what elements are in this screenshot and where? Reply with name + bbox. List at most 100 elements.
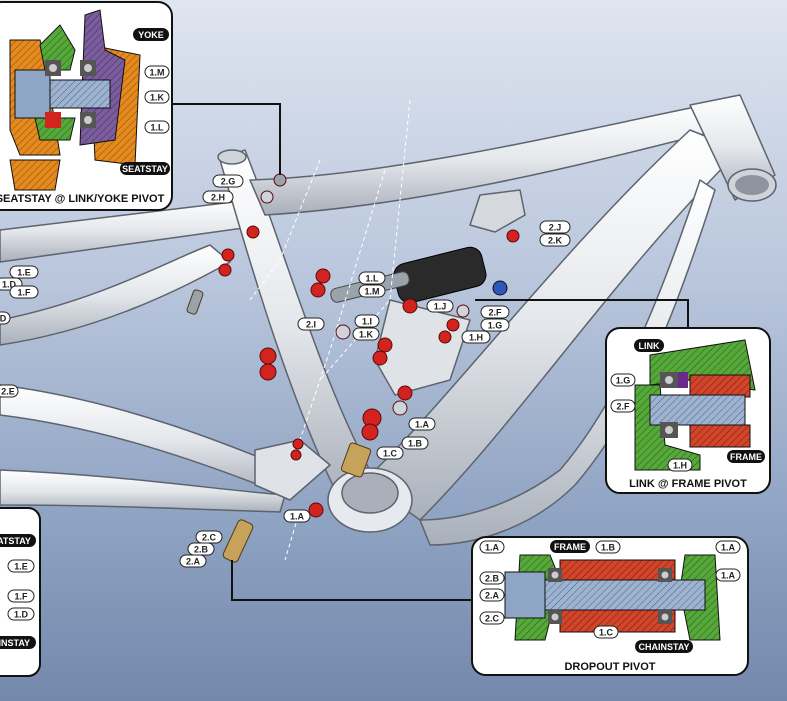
svg-text:2.J: 2.J	[549, 223, 562, 233]
callout-inset-1a-right: 1.A	[715, 568, 741, 582]
svg-text:FRAME: FRAME	[730, 452, 762, 462]
svg-text:2.B: 2.B	[485, 574, 500, 584]
callout-1c: 1.C	[376, 446, 404, 460]
svg-text:2.F: 2.F	[616, 402, 630, 412]
svg-text:CHAINSTAY: CHAINSTAY	[638, 642, 689, 652]
svg-text:2.K: 2.K	[548, 236, 563, 246]
callout-inset-2b: 2.B	[479, 571, 505, 585]
rear-shock	[330, 246, 508, 304]
tag-chainstay-left: AINSTAY	[0, 636, 36, 649]
inset-top-left-title: SEATSTAY @ LINK/YOKE PIVOT	[0, 193, 165, 205]
bearing-1h	[438, 330, 452, 344]
callout-2a: 2.A	[179, 554, 207, 568]
inset-dropout-pivot: 1.A FRAME 1.B 1.A 1.A 2.B 2.A 2.C 1.C CH…	[471, 536, 749, 676]
axle-1b	[340, 442, 372, 478]
svg-text:1.D: 1.D	[14, 610, 29, 620]
callout-inset-1h: 1.H	[667, 458, 693, 472]
svg-text:1.G: 1.G	[488, 321, 503, 331]
tag-link: LINK	[634, 339, 664, 352]
callout-inset-1k: 1.K	[144, 90, 170, 104]
callout-inset-1m: 1.M	[144, 65, 170, 79]
svg-text:2.G: 2.G	[221, 177, 236, 187]
callout-2j: 2.J	[539, 220, 571, 234]
callout-2e: 2.E	[0, 384, 19, 398]
tag-frame-right: FRAME	[727, 450, 765, 463]
svg-text:1.K: 1.K	[150, 93, 165, 103]
callout-1h: 1.H	[461, 330, 491, 344]
svg-text:1.J: 1.J	[434, 302, 447, 312]
svg-text:AINSTAY: AINSTAY	[0, 638, 30, 648]
svg-text:2.H: 2.H	[211, 193, 225, 203]
callout-1b: 1.B	[401, 436, 429, 450]
callout-1g: 1.G	[480, 318, 510, 332]
callout-inset-1g: 1.G	[610, 373, 636, 387]
svg-text:1.A: 1.A	[485, 543, 500, 553]
svg-text:D: D	[0, 314, 7, 324]
callout-2i: 2.I	[297, 317, 325, 331]
svg-text:1.A: 1.A	[290, 512, 305, 522]
inset-bottom-right-title: DROPOUT PIVOT	[564, 661, 655, 673]
svg-text:2.C: 2.C	[202, 533, 217, 543]
bearing-1j	[402, 298, 418, 314]
bearing-1m	[310, 282, 326, 298]
svg-text:LINK: LINK	[639, 341, 660, 351]
callout-inset-1b: 1.B	[595, 540, 621, 554]
callout-2g: 2.G	[212, 174, 244, 188]
main-callouts: 2.G 2.H 2.J 2.K 1.L 1.M 1.J 2.F 1.G 1.H …	[0, 174, 571, 568]
svg-text:1.I: 1.I	[362, 317, 372, 327]
svg-text:2.I: 2.I	[306, 320, 316, 330]
chainstay-lower	[0, 469, 286, 513]
rear-loop-tube	[419, 179, 716, 546]
callout-inset-2f: 2.F	[610, 399, 636, 413]
callout-1j: 1.J	[426, 299, 454, 313]
callout-1f: 1.F	[9, 285, 39, 299]
seatstay-lower	[0, 244, 231, 346]
callout-inset-left-1d: 1.D	[7, 607, 35, 621]
bearing-2k	[506, 229, 520, 243]
callout-1a-lower: 1.A	[283, 509, 311, 523]
bearing-2f	[456, 304, 470, 318]
callout-1a: 1.A	[408, 417, 436, 431]
leader-lines	[172, 103, 689, 601]
svg-text:1.L: 1.L	[150, 123, 164, 133]
tag-chainstay-bottom: CHAINSTAY	[635, 640, 693, 653]
shock-valve-icon	[492, 280, 508, 296]
callout-2k: 2.K	[539, 233, 571, 247]
svg-text:1.A: 1.A	[721, 543, 736, 553]
callout-1k: 1.K	[352, 327, 380, 341]
svg-text:1.B: 1.B	[408, 439, 423, 449]
svg-text:1.E: 1.E	[17, 268, 31, 278]
svg-text:1.H: 1.H	[469, 333, 483, 343]
pivot-bolt-small	[186, 289, 204, 315]
callout-2f: 2.F	[480, 305, 510, 319]
bearing-1l	[315, 268, 331, 284]
dropout-plate	[254, 439, 331, 501]
rocker-link	[374, 299, 471, 396]
svg-text:2.E: 2.E	[1, 387, 15, 397]
tag-frame-bottom: FRAME	[550, 540, 590, 553]
callout-1l: 1.L	[358, 271, 386, 285]
svg-text:FRAME: FRAME	[554, 542, 586, 552]
callout-inset-1a-right-top: 1.A	[715, 540, 741, 554]
svg-text:1.C: 1.C	[599, 628, 614, 638]
callout-inset-left-1f: 1.F	[7, 589, 35, 603]
dropout-bolt	[222, 519, 254, 563]
svg-text:SEATSTAY: SEATSTAY	[122, 164, 168, 174]
svg-text:1.C: 1.C	[383, 449, 398, 459]
callout-1e: 1.E	[9, 265, 39, 279]
svg-text:1.M: 1.M	[364, 287, 379, 297]
svg-text:1.D: 1.D	[2, 280, 17, 290]
svg-text:YOKE: YOKE	[138, 30, 164, 40]
svg-text:1.A: 1.A	[721, 571, 736, 581]
svg-text:1.K: 1.K	[359, 330, 374, 340]
tag-seatstay-left: EATSTAY	[0, 534, 36, 547]
svg-text:1.F: 1.F	[14, 592, 28, 602]
seat-tube-top	[217, 149, 247, 165]
svg-text:1.F: 1.F	[17, 288, 31, 298]
inset-dropout-pivot-left: EATSTAY 1.E 1.F 1.D AINSTAY	[0, 507, 41, 677]
callout-2h: 2.H	[202, 190, 234, 204]
callout-2b: 2.B	[187, 542, 215, 556]
bike-frame	[0, 94, 777, 546]
callout-inset-2c: 2.C	[479, 611, 505, 625]
